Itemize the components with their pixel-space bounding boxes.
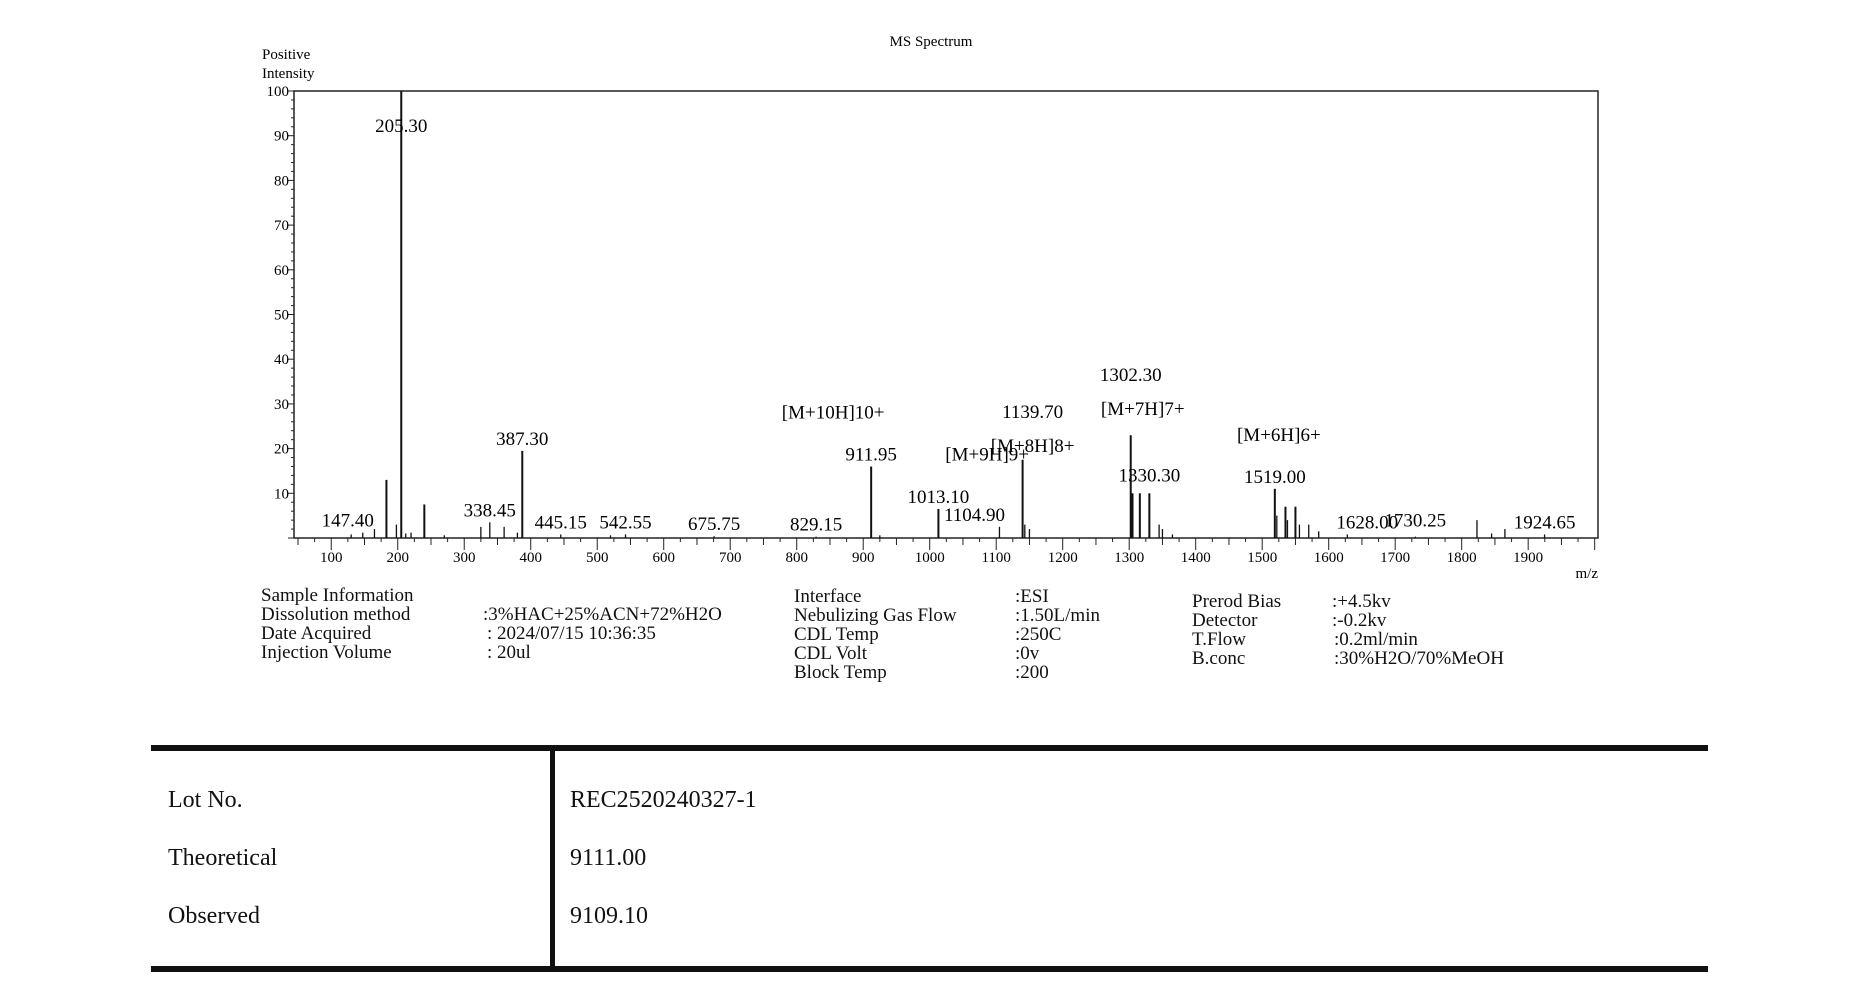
x-tick-label: 1700: [1380, 550, 1410, 566]
info-key: Date Acquired: [261, 623, 372, 644]
ion-label: [M+7H]7+: [1101, 399, 1185, 420]
ion-label: [M+6H]6+: [1237, 425, 1321, 446]
y-tick-label: 90: [274, 129, 289, 145]
peak-label: 338.45: [464, 500, 516, 521]
table-divider: [550, 751, 555, 966]
y-tick-label: 20: [274, 442, 289, 458]
info-value: :30%H2O/70%MeOH: [1334, 648, 1504, 669]
peak-label: 1302.30: [1100, 365, 1162, 386]
x-tick-label: 1800: [1447, 550, 1477, 566]
info-value: : 2024/07/15 10:36:35: [487, 623, 656, 644]
info-key: Interface: [794, 586, 862, 607]
info-key: Detector: [1192, 610, 1258, 631]
info-key: CDL Volt: [794, 643, 868, 664]
info-value: :+4.5kv: [1332, 591, 1391, 612]
row-label-observed: Observed: [168, 903, 260, 929]
row-label-theoretical: Theoretical: [168, 845, 278, 871]
info-key: Nebulizing Gas Flow: [794, 605, 957, 626]
x-tick-label: 500: [586, 550, 609, 566]
x-tick-label: 1500: [1247, 550, 1277, 566]
x-tick-label: 800: [785, 550, 808, 566]
info-key: Prerod Bias: [1192, 591, 1282, 612]
instrument-info-block: Interface :ESI Nebulizing Gas Flow :1.50L/…: [794, 587, 1100, 682]
info-value: :-0.2kv: [1332, 610, 1387, 631]
x-tick-label: 100: [320, 550, 343, 566]
x-tick-label: 900: [852, 550, 875, 566]
plot-frame: [293, 90, 1599, 539]
ion-label: [M+9H]9+: [945, 444, 1029, 465]
ion-label: [M+8H]8+: [991, 436, 1075, 457]
peak-label: 205.30: [375, 116, 427, 137]
peak-label: 1519.00: [1244, 467, 1306, 488]
detector-info-block: Prerod Bias :+4.5kv Detector :-0.2kv T.Flo…: [1192, 592, 1504, 668]
info-value: :200: [1015, 662, 1049, 683]
x-tick-label: 300: [453, 550, 476, 566]
y-tick-label: 40: [274, 352, 289, 368]
info-key: Dissolution method: [261, 604, 411, 625]
peak-label: 1924.65: [1514, 512, 1576, 533]
x-tick-label: 700: [719, 550, 742, 566]
x-tick-label: 200: [386, 550, 409, 566]
info-value: : 20ul: [487, 642, 531, 663]
y-tick-label: 100: [267, 84, 290, 100]
ion-label: [M+10H]10+: [782, 402, 885, 423]
peak-label: 829.15: [790, 515, 842, 536]
peak-label: 1628.00: [1336, 512, 1398, 533]
chart-title: MS Spectrum: [890, 34, 973, 50]
peak-label: 911.95: [845, 444, 897, 465]
peak-label: 387.30: [496, 429, 548, 450]
y-tick-label: 60: [274, 263, 289, 279]
info-key: Sample Information: [261, 585, 414, 606]
peak-label: 147.40: [322, 511, 374, 532]
peak-label: 1139.70: [1002, 402, 1063, 423]
info-value: :0v: [1015, 643, 1040, 664]
row-value-observed: 9109.10: [570, 903, 648, 929]
peak-label: 542.55: [599, 512, 651, 533]
info-value: :3%HAC+25%ACN+72%H2O: [483, 604, 722, 625]
sample-info-block: Sample Information Dissolution method :3%…: [261, 586, 722, 662]
info-value: :1.50L/min: [1015, 605, 1100, 626]
info-key: Injection Volume: [261, 642, 392, 663]
y-tick-label: 30: [274, 397, 289, 413]
info-key: B.conc: [1192, 648, 1246, 669]
x-tick-label: 1000: [915, 550, 945, 566]
peak-label: 675.75: [688, 514, 740, 535]
y-axis-label: Intensity: [262, 66, 315, 82]
x-tick-label: 1400: [1181, 550, 1211, 566]
info-value: :250C: [1015, 624, 1062, 645]
x-tick-label: 1900: [1513, 550, 1543, 566]
peak-label: 1330.30: [1118, 465, 1180, 486]
y-tick-label: 10: [274, 486, 289, 502]
peak-label: 1730.25: [1384, 511, 1446, 532]
y-axis-label: Positive: [262, 47, 311, 63]
result-table: Lot No. REC2520240327-1 Theoretical 9111…: [151, 745, 1708, 972]
x-tick-label: 400: [519, 550, 542, 566]
y-tick-label: 70: [274, 218, 289, 234]
row-value-lot: REC2520240327-1: [570, 787, 757, 813]
info-key: CDL Temp: [794, 624, 879, 645]
info-value: :0.2ml/min: [1334, 629, 1418, 650]
x-tick-label: 600: [652, 550, 675, 566]
info-key: Block Temp: [794, 662, 887, 683]
row-value-theoretical: 9111.00: [570, 845, 647, 871]
x-axis-label: m/z: [1576, 566, 1599, 582]
info-value: :ESI: [1015, 586, 1049, 607]
x-tick-label: 1600: [1314, 550, 1344, 566]
info-key: T.Flow: [1192, 629, 1247, 650]
peak-label: 1013.10: [908, 487, 970, 508]
y-tick-label: 80: [274, 173, 289, 189]
row-label-lot: Lot No.: [168, 787, 243, 813]
x-tick-label: 1100: [981, 550, 1010, 566]
x-tick-label: 1300: [1114, 550, 1144, 566]
peak-label: 1104.90: [944, 505, 1005, 526]
peak-label: 445.15: [535, 512, 587, 533]
x-tick-label: 1200: [1048, 550, 1078, 566]
y-tick-label: 50: [274, 308, 289, 324]
